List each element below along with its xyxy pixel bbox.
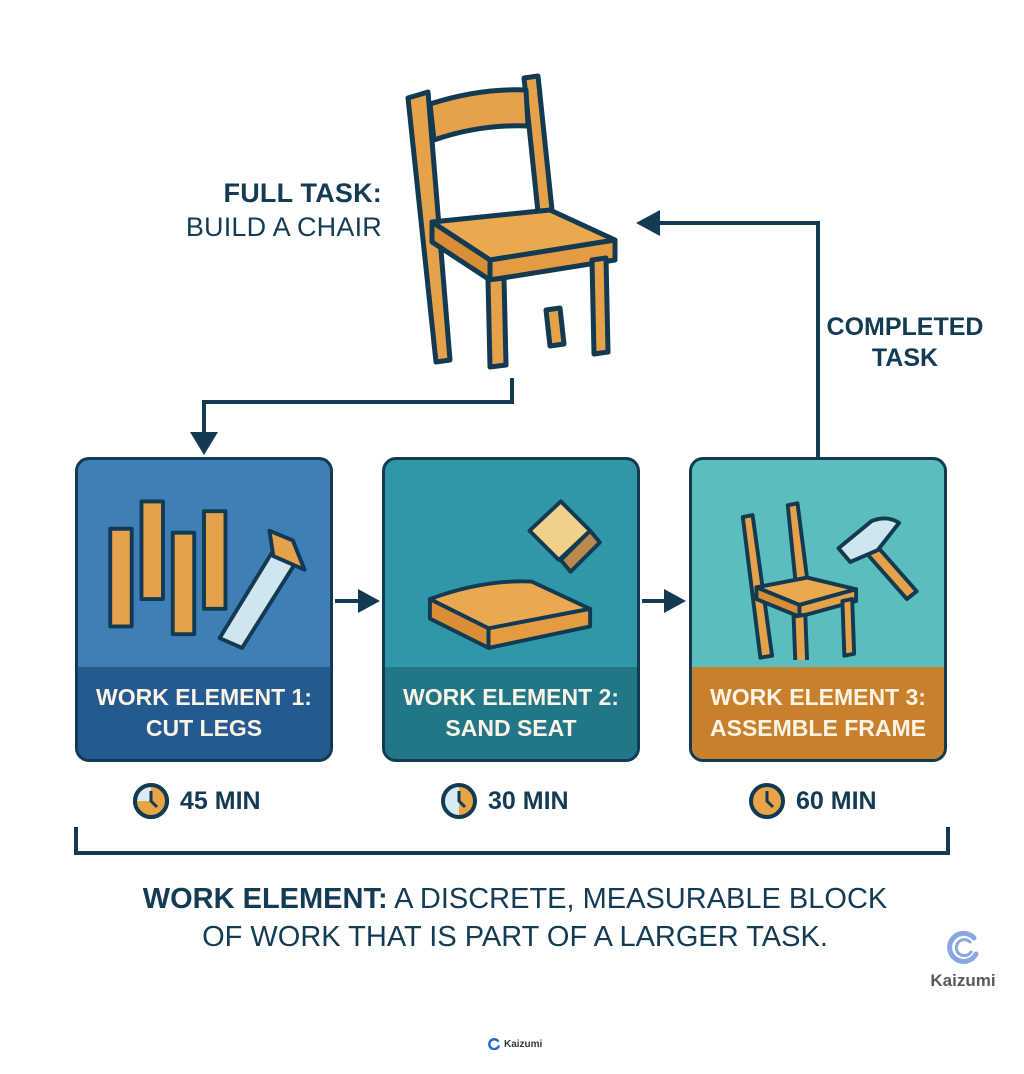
work-element-3-title: WORK ELEMENT 3:	[710, 684, 926, 710]
clock-icon	[133, 783, 169, 819]
legs-and-saw-icon	[108, 499, 307, 650]
work-element-1-title: WORK ELEMENT 1:	[96, 684, 312, 710]
definition-line2: OF WORK THAT IS PART OF A LARGER TASK.	[202, 921, 828, 953]
work-element-card-3: WORK ELEMENT 3: ASSEMBLE FRAME	[689, 457, 947, 762]
brand-logo: Kaizumi	[918, 930, 1008, 991]
arrow-completed-to-task	[650, 221, 820, 457]
brand-name: Kaizumi	[930, 971, 996, 990]
timer-element-1: 45 MIN	[132, 781, 261, 821]
definition-text: WORK ELEMENT: A DISCRETE, MEASURABLE BLO…	[80, 880, 950, 956]
arrow-task-to-element-1	[202, 378, 514, 440]
work-element-2-name: SAND SEAT	[445, 715, 577, 741]
work-element-card-1: WORK ELEMENT 1: CUT LEGS	[75, 457, 333, 762]
definition-line1: A DISCRETE, MEASURABLE BLOCK	[387, 883, 888, 915]
full-task-name: BUILD A CHAIR	[185, 212, 382, 242]
full-task-heading: FULL TASK:	[223, 178, 382, 208]
completed-task-label: COMPLETED TASK	[820, 312, 990, 374]
clock-icon	[749, 783, 785, 819]
arrow-head-right-icon	[664, 589, 686, 613]
completed-label-line1: COMPLETED	[826, 313, 984, 341]
duration-element-3: 60 MIN	[796, 786, 877, 815]
wave-logo-icon	[947, 930, 979, 964]
clock-icon	[441, 783, 477, 819]
work-element-3-label: WORK ELEMENT 3: ASSEMBLE FRAME	[692, 667, 944, 759]
work-element-3-name: ASSEMBLE FRAME	[710, 715, 926, 741]
arrow-head-right-icon	[358, 589, 380, 613]
completed-label-line2: TASK	[871, 344, 939, 372]
duration-element-1: 45 MIN	[180, 786, 261, 815]
work-element-card-2: WORK ELEMENT 2: SAND SEAT	[382, 457, 640, 762]
duration-element-2: 30 MIN	[488, 786, 569, 815]
footer-brand-name: Kaizumi	[504, 1038, 543, 1050]
seat-and-sandpaper-icon	[427, 499, 602, 650]
work-element-1-name: CUT LEGS	[145, 715, 263, 741]
arrow-head-left-icon	[636, 210, 660, 236]
timer-element-3: 60 MIN	[748, 781, 877, 821]
full-task-label: FULL TASK: BUILD A CHAIR	[150, 176, 382, 244]
chair-frame-and-hammer-icon	[740, 501, 919, 660]
wave-logo-icon	[488, 1038, 500, 1050]
definition-term: WORK ELEMENT:	[142, 883, 388, 915]
work-element-2-title: WORK ELEMENT 2:	[403, 684, 619, 710]
work-element-1-label: WORK ELEMENT 1: CUT LEGS	[78, 667, 330, 759]
chair-icon	[405, 73, 618, 370]
work-element-2-label: WORK ELEMENT 2: SAND SEAT	[385, 667, 637, 759]
grouping-bracket	[74, 827, 950, 855]
timer-element-2: 30 MIN	[440, 781, 569, 821]
arrow-head-down-icon	[190, 432, 218, 455]
footer-brand: Kaizumi	[488, 1038, 542, 1050]
